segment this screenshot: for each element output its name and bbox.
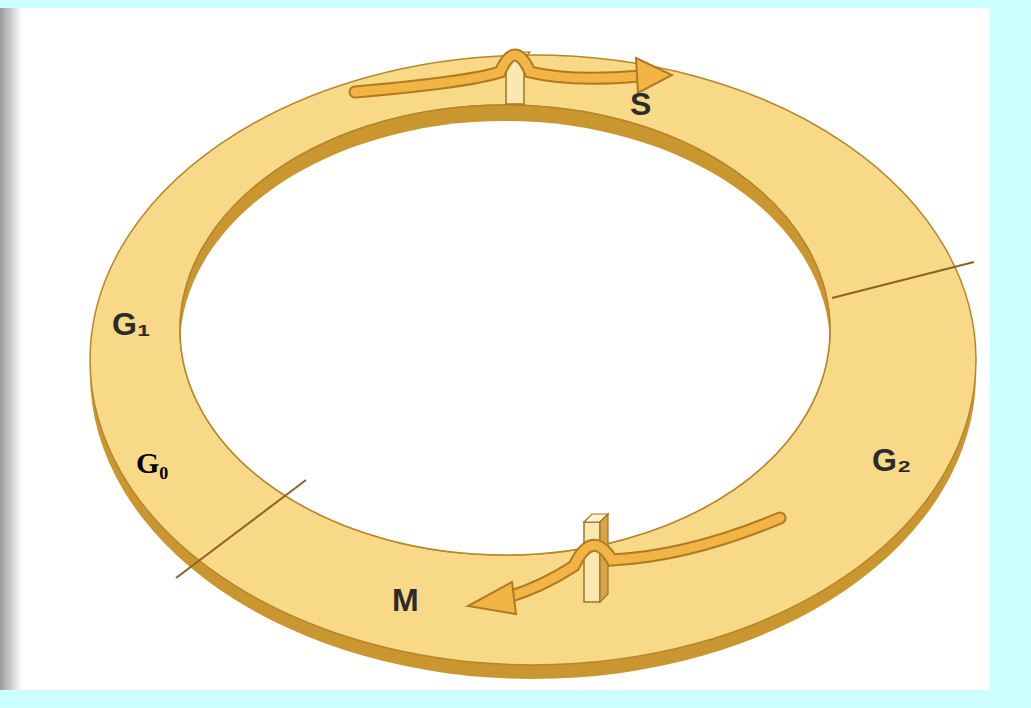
checkpoint-arrow: [505, 518, 780, 598]
phase-label: G₂: [872, 444, 911, 476]
ring-surface: [90, 55, 976, 665]
checkpoint-arrow: [505, 518, 780, 598]
phase-divider: [176, 480, 306, 578]
phase-label: M: [392, 584, 419, 616]
checkpoint-arrow: [355, 55, 640, 92]
ring-inner-edge: [180, 105, 830, 555]
ring-hole: [180, 121, 830, 571]
phase-label: S: [630, 88, 651, 120]
checkpoint-gate: [584, 522, 600, 602]
page-panel: [0, 8, 990, 690]
scan-edge: [0, 8, 22, 690]
phase-divider: [832, 262, 974, 298]
phase-label: G₁: [112, 308, 150, 340]
checkpoint-arrow: [355, 55, 640, 92]
arrow-head: [468, 582, 516, 614]
phase-label: G₀: [136, 448, 168, 478]
